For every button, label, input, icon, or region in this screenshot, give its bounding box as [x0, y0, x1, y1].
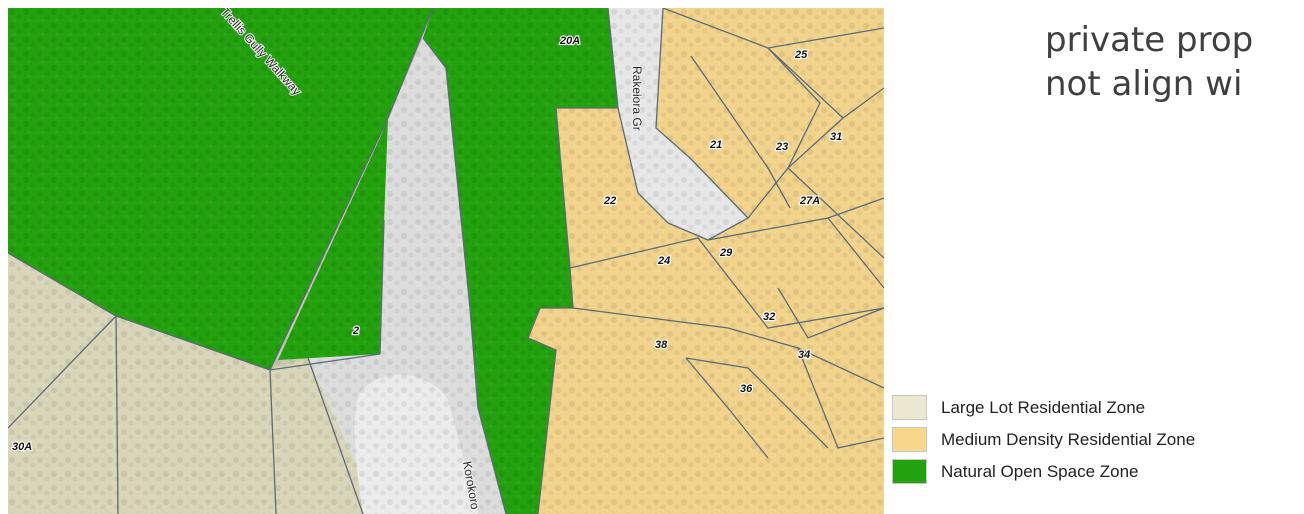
lot-label-32: 32 [763, 311, 775, 323]
legend-label-medium-density: Medium Density Residential Zone [941, 430, 1196, 449]
lot-label-29: 29 [719, 247, 733, 259]
aerial-texture [8, 8, 884, 514]
zoning-map[interactable]: Trellis Gully Walkway Rakeiora Gr Koroko… [8, 8, 884, 514]
parcel-boundaries [8, 8, 884, 514]
lot-label-36: 36 [740, 383, 753, 395]
lot-label-38: 38 [655, 339, 668, 351]
legend-label-large-lot: Large Lot Residential Zone [941, 398, 1146, 417]
legend-swatch-natural-open-space [892, 459, 927, 484]
heading-line-1: private prop [1045, 20, 1254, 60]
lot-label-2: 2 [352, 325, 359, 337]
lot-label-20A: 20A [559, 35, 580, 47]
lot-label-25: 25 [794, 49, 808, 61]
lot-label-31: 31 [830, 131, 842, 143]
heading-line-2: not align wi [1045, 64, 1243, 104]
legend-swatch-medium-density [892, 427, 927, 452]
lot-label-34: 34 [798, 349, 810, 361]
map-canvas: Trellis Gully Walkway Rakeiora Gr Koroko… [8, 8, 884, 514]
lot-label-24: 24 [657, 255, 670, 267]
lot-label-22: 22 [603, 195, 616, 207]
lot-label-30A: 30A [12, 441, 32, 453]
lot-label-27A: 27A [799, 195, 820, 207]
lot-label-21: 21 [709, 139, 722, 151]
legend-swatch-large-lot [892, 395, 927, 420]
street-label-rakeiora: Rakeiora Gr [630, 66, 644, 131]
lot-label-23: 23 [775, 141, 788, 153]
slide-heading: private prop not align wi [1045, 18, 1304, 106]
legend-label-natural-open-space: Natural Open Space Zone [941, 462, 1139, 481]
